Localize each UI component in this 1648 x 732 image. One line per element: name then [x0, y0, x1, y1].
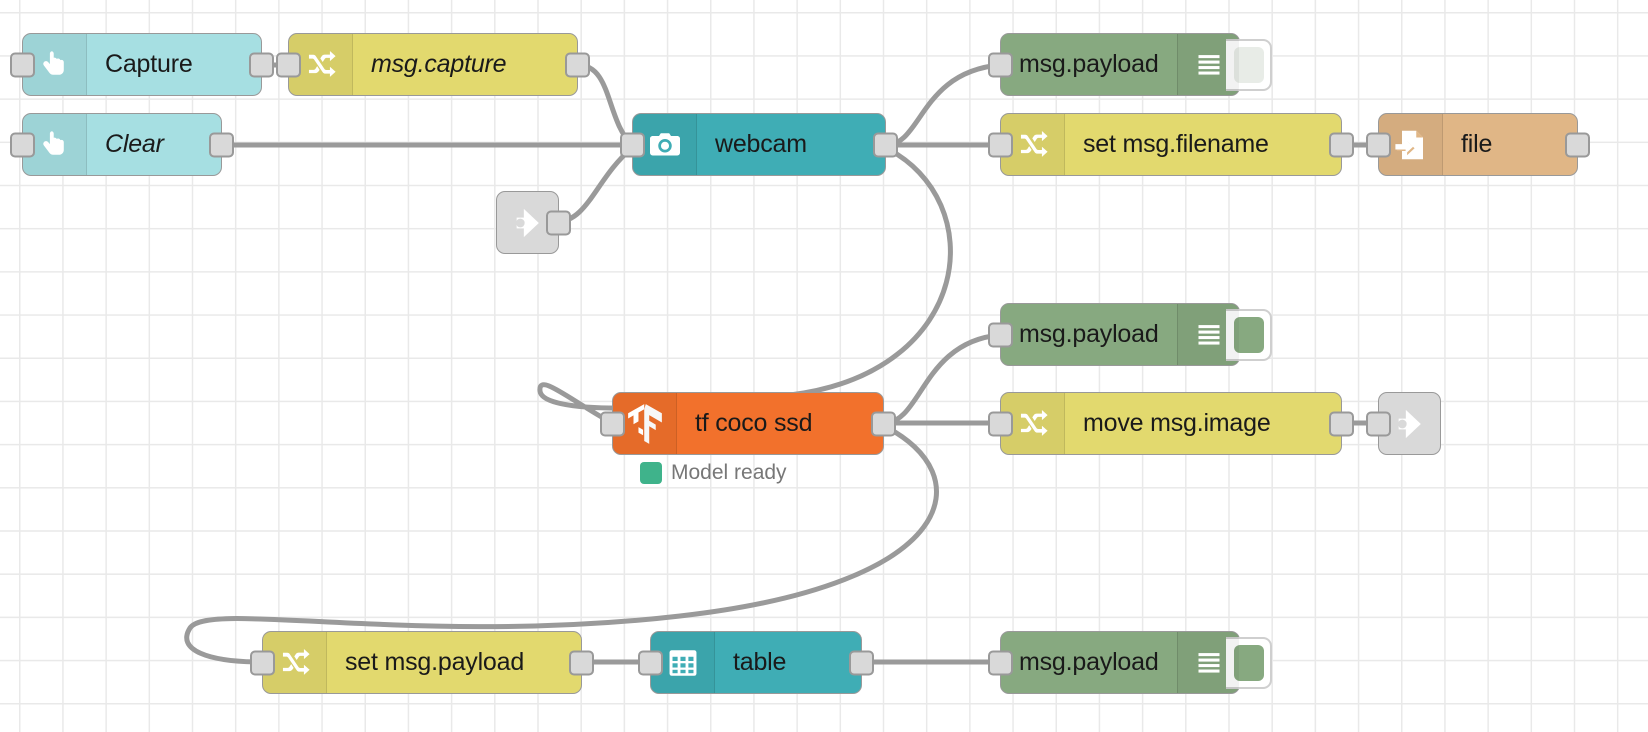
debug-toggle-indicator — [1234, 644, 1264, 681]
node-change-set-msg-payload[interactable]: set msg.payload — [250, 631, 594, 694]
status-text: Model ready — [671, 461, 787, 484]
wire-tf-to-setpayload — [184, 423, 939, 665]
node-change-msg-capture[interactable]: msg.capture — [276, 33, 590, 96]
output-port[interactable] — [1565, 132, 1590, 157]
wire-webcam-to-debug-top — [883, 62, 1003, 148]
hand-pointer-icon — [23, 34, 87, 95]
node-label: set msg.filename — [1083, 130, 1269, 158]
node-label: webcam — [715, 130, 807, 158]
node-label: tf coco ssd — [695, 409, 813, 437]
debug-toggle-button[interactable] — [1226, 38, 1272, 91]
wire-webcam-to-tf — [537, 145, 953, 426]
input-port[interactable] — [988, 52, 1013, 77]
change-shuffle-icon — [289, 34, 353, 95]
node-link-out[interactable] — [1366, 392, 1441, 455]
input-port[interactable] — [638, 650, 663, 675]
node-label: set msg.payload — [345, 648, 525, 676]
node-label: msg.payload — [1019, 50, 1159, 78]
node-debug-bottom[interactable]: msg.payload — [988, 631, 1272, 694]
output-port[interactable] — [209, 132, 234, 157]
output-port[interactable] — [565, 52, 590, 77]
node-label: Capture — [105, 50, 193, 78]
input-port[interactable] — [988, 411, 1013, 436]
node-change-set-msg-filename[interactable]: set msg.filename — [988, 113, 1354, 176]
output-port[interactable] — [873, 132, 898, 157]
node-label: Clear — [105, 130, 164, 158]
output-port[interactable] — [871, 411, 896, 436]
output-port[interactable] — [1329, 132, 1354, 157]
debug-list-icon — [1176, 304, 1239, 365]
input-port[interactable] — [620, 132, 645, 157]
output-port[interactable] — [249, 52, 274, 77]
node-label: msg.capture — [371, 50, 507, 78]
input-port[interactable] — [10, 132, 35, 157]
camera-icon — [633, 114, 697, 175]
node-table[interactable]: table — [638, 631, 874, 694]
node-debug-top[interactable]: msg.payload — [988, 33, 1272, 96]
node-label: msg.payload — [1019, 320, 1159, 348]
wire-tf-to-debug-mid — [881, 332, 1003, 426]
output-port[interactable] — [546, 210, 571, 235]
node-status-model-ready: Model ready — [640, 461, 787, 485]
input-port[interactable] — [10, 52, 35, 77]
node-inject-capture[interactable]: Capture — [10, 33, 274, 96]
debug-toggle-button[interactable] — [1226, 636, 1272, 689]
input-port[interactable] — [276, 52, 301, 77]
output-port[interactable] — [1329, 411, 1354, 436]
input-port[interactable] — [988, 322, 1013, 347]
node-camera-webcam[interactable]: webcam — [620, 113, 898, 176]
input-port[interactable] — [600, 411, 625, 436]
input-port[interactable] — [250, 650, 275, 675]
table-grid-icon — [651, 632, 715, 693]
debug-toggle-button[interactable] — [1226, 308, 1272, 361]
node-label: table — [733, 648, 787, 676]
node-debug-mid[interactable]: msg.payload — [988, 303, 1272, 366]
debug-toggle-indicator — [1234, 46, 1264, 83]
debug-list-icon — [1176, 34, 1239, 95]
debug-toggle-indicator — [1234, 316, 1264, 353]
input-port[interactable] — [988, 650, 1013, 675]
debug-list-icon — [1176, 632, 1239, 693]
node-change-move-msg-image[interactable]: move msg.image — [988, 392, 1354, 455]
input-port[interactable] — [1366, 411, 1391, 436]
link-in-arrow-icon — [497, 192, 558, 253]
node-label: file — [1461, 130, 1493, 158]
input-port[interactable] — [988, 132, 1013, 157]
output-port[interactable] — [569, 650, 594, 675]
status-dot-green — [640, 462, 662, 484]
output-port[interactable] — [849, 650, 874, 675]
node-inject-clear[interactable]: Clear — [10, 113, 234, 176]
node-link-in[interactable] — [496, 191, 571, 254]
input-port[interactable] — [1366, 132, 1391, 157]
node-label: msg.payload — [1019, 648, 1159, 676]
node-file-write[interactable]: file — [1366, 113, 1590, 176]
node-label: move msg.image — [1083, 409, 1271, 437]
link-out-arrow-icon — [1379, 393, 1440, 454]
node-tf-coco-ssd[interactable]: tf coco ssd — [600, 392, 896, 455]
